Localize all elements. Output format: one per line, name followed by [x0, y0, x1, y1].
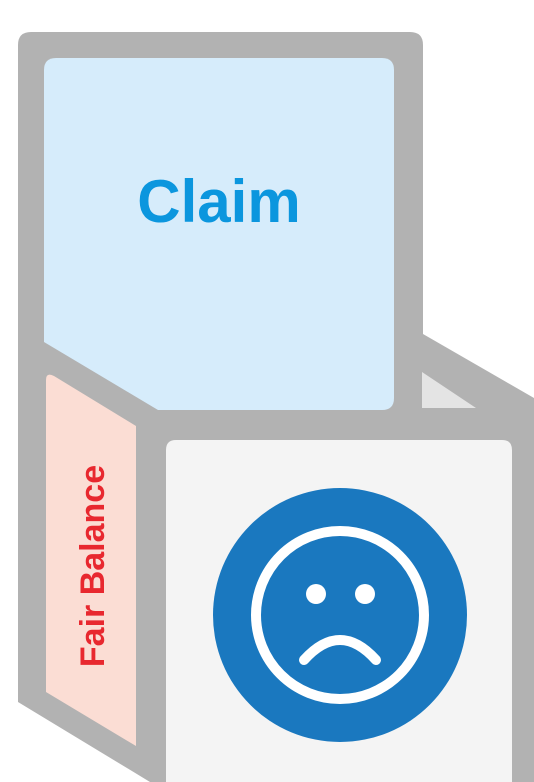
- left-eye-icon: [306, 584, 326, 604]
- fair-balance-label: Fair Balance: [74, 465, 112, 667]
- sad-face-icon: [213, 488, 467, 742]
- right-eye-icon: [355, 584, 375, 604]
- claim-label: Claim: [137, 168, 300, 235]
